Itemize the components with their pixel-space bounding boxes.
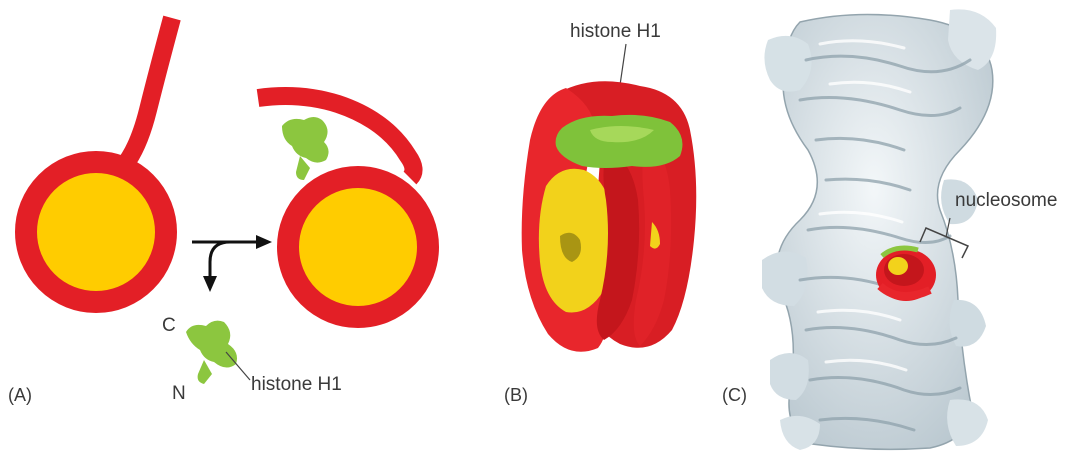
terminus-n-label: N	[172, 383, 186, 404]
panel-a-label: (A)	[8, 385, 32, 405]
histone-h1-free	[186, 321, 237, 384]
dna-wrap-right	[288, 177, 428, 317]
chromatin-fiber	[762, 9, 996, 450]
binding-arrow	[192, 235, 272, 292]
panel-b: histone H1 (B)	[504, 21, 696, 405]
panel-b-label: (B)	[504, 385, 528, 405]
dna-wrap-left	[26, 162, 166, 302]
nucleosome-3d-model	[522, 81, 697, 352]
terminus-c-label: C	[162, 315, 176, 336]
histone-h1-bound	[282, 117, 329, 180]
histone-h1-label-b: histone H1	[570, 21, 661, 42]
dna-strand-left	[122, 18, 172, 168]
panel-c: nucleosome (C)	[722, 9, 1057, 450]
nucleosome-label: nucleosome	[955, 190, 1057, 211]
dna-strand-right	[258, 96, 414, 178]
panel-a: C N histone H1 (A)	[8, 18, 428, 405]
panel-c-label: (C)	[722, 385, 747, 405]
histone-h1-label-a: histone H1	[251, 374, 342, 395]
